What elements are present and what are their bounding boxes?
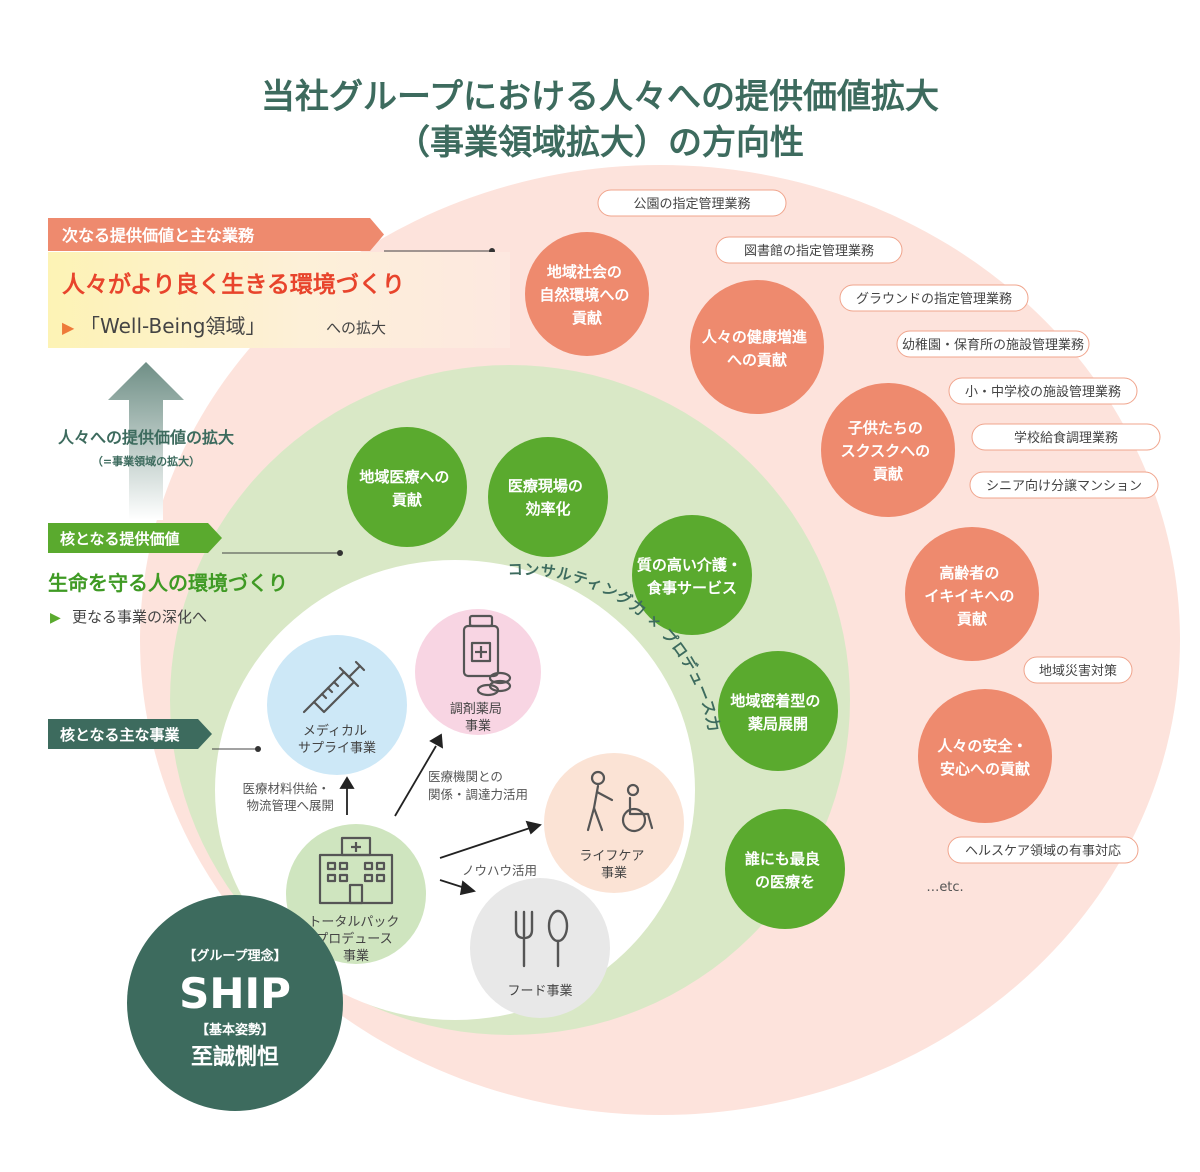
pill-nursery-management bbox=[896, 330, 1090, 358]
core-value-leader-dot bbox=[337, 550, 343, 556]
pill-disaster-measures bbox=[1023, 656, 1133, 684]
expansion-label: 人々への提供価値の拡大 bbox=[58, 428, 234, 447]
core-value-headline: 生命を守る人の環境づくり bbox=[48, 571, 288, 595]
flow-medical-label: 医療材料供給・ 物流管理へ展開 bbox=[243, 781, 335, 813]
food-label: フード事業 bbox=[507, 983, 572, 999]
pill-disaster-measures-label: 地域災害対策 bbox=[1039, 663, 1117, 679]
green-circle-best-care-label: 誰にも最良 の医療を bbox=[745, 850, 825, 891]
ship-stance-label: 【基本姿勢】 bbox=[196, 1022, 274, 1038]
lifecare-label: ライフケア 事業 bbox=[579, 849, 648, 881]
core-value-sub: 更なる事業の深化へ bbox=[72, 608, 207, 626]
next-value-header-bg bbox=[48, 218, 370, 251]
expansion-sub: （=事業領域の拡大） bbox=[92, 454, 200, 468]
flow-pharmacy-label: 医療機関との 関係・調達力活用 bbox=[428, 769, 528, 802]
green-circle-efficiency bbox=[488, 437, 608, 557]
arrow-to-lifecare bbox=[439, 827, 531, 859]
pill-school-lunch-label: 学校給食調理業務 bbox=[1014, 430, 1118, 446]
green-circle-regional-medicine-label: 地域医療への 貢献 bbox=[359, 468, 454, 509]
expansion-arrow-icon bbox=[108, 362, 184, 520]
title-line-1: 当社グループにおける人々への提供価値拡大 bbox=[261, 77, 939, 117]
green-circle-efficiency-label: 医療現場の 効率化 bbox=[508, 477, 588, 518]
green-circle-care-food-label: 質の高い介護・ 食事サービス bbox=[637, 556, 747, 597]
core-business-header-bg bbox=[48, 719, 198, 749]
pharmacy-label: 調剤薬局 事業 bbox=[450, 701, 506, 734]
pill-ground-management-label: グラウンドの指定管理業務 bbox=[856, 291, 1012, 307]
arrow-to-food bbox=[439, 879, 466, 889]
medical-supply-label: メディカル サプライ事業 bbox=[298, 723, 376, 756]
arrow-to-food-head bbox=[459, 880, 476, 896]
title-line-2: （事業領域拡大）の方向性 bbox=[396, 123, 804, 163]
green-circle-regional-medicine bbox=[347, 427, 467, 547]
pill-senior-condo-label: シニア向け分譲マンション bbox=[986, 478, 1142, 494]
pill-healthcare-emergency bbox=[947, 836, 1139, 864]
green-circle-care-food bbox=[632, 515, 752, 635]
pill-school-management-label: 小・中学校の施設管理業務 bbox=[965, 384, 1121, 400]
arrow-to-pharmacy-head bbox=[429, 733, 444, 749]
flow-lifecare-label: ノウハウ活用 bbox=[462, 863, 537, 878]
next-value-header: 次なる提供価値と主な業務 bbox=[62, 226, 255, 245]
green-circle-best-care bbox=[725, 809, 845, 929]
arrow-to-medical-head bbox=[339, 776, 355, 789]
pill-school-lunch bbox=[971, 423, 1161, 451]
core-business-header-tip bbox=[198, 719, 212, 749]
pill-healthcare-emergency-label: ヘルスケア領域の有事対応 bbox=[965, 843, 1121, 859]
green-circle-pharmacy bbox=[718, 651, 838, 771]
next-value-sub-main: 「Well-Being領域」 bbox=[80, 314, 265, 338]
food-circle bbox=[470, 878, 610, 1018]
next-value-header-tip bbox=[370, 218, 384, 251]
core-value-bullet-icon: ▶ bbox=[50, 610, 61, 626]
core-value-header: 核となる提供価値 bbox=[60, 530, 180, 548]
orange-circle-nature bbox=[525, 232, 649, 356]
orange-circle-nature-label: 地域社会の 自然環境への 貢献 bbox=[539, 263, 634, 327]
next-value-headline: 人々がより良く生きる環境づくり bbox=[62, 271, 405, 298]
pill-park-management bbox=[597, 189, 787, 217]
green-circle-pharmacy-label: 地域密着型の 薬局展開 bbox=[730, 692, 825, 733]
ship-philosophy-label: 【グループ理念】 bbox=[183, 948, 286, 964]
total-pack-label: トータルパック プロデュース 事業 bbox=[308, 915, 403, 964]
orange-circle-elderly bbox=[905, 527, 1039, 661]
ship-stance: 至誠惻怛 bbox=[191, 1044, 279, 1070]
medicine-bottle-icon bbox=[462, 614, 512, 697]
next-value-sub-tail: への拡大 bbox=[326, 319, 386, 337]
medical-supply-circle bbox=[267, 635, 407, 775]
orange-circle-safety-label: 人々の安全・ 安心への貢献 bbox=[937, 737, 1032, 778]
core-value-header-bg bbox=[48, 523, 208, 553]
pill-school-management bbox=[948, 377, 1138, 405]
etc-label: …etc. bbox=[926, 880, 963, 895]
orange-circle-children bbox=[821, 383, 955, 517]
orange-circle-health-label: 人々の健康増進 への貢献 bbox=[702, 328, 812, 369]
ship-name: SHIP bbox=[179, 969, 291, 1018]
ship-philosophy-circle bbox=[127, 895, 343, 1111]
next-value-bullet-icon: ▶ bbox=[62, 318, 75, 337]
next-value-banner bbox=[48, 252, 510, 348]
caregiver-wheelchair-icon bbox=[586, 770, 654, 833]
pill-nursery-management-label: 幼稚園・保育所の施設管理業務 bbox=[902, 337, 1084, 353]
pharmacy-circle bbox=[415, 609, 541, 735]
orange-circle-safety bbox=[918, 689, 1052, 823]
orange-circle-elderly-label: 高齢者の イキイキへの 貢献 bbox=[924, 564, 1019, 628]
hospital-building-icon bbox=[318, 836, 394, 905]
orange-circle-children-label: 子供たちの スクスクへの 貢献 bbox=[841, 419, 936, 483]
lifecare-circle bbox=[544, 753, 684, 893]
arrow-to-lifecare-head bbox=[525, 820, 542, 835]
pill-ground-management bbox=[839, 284, 1029, 312]
pill-park-management-label: 公園の指定管理業務 bbox=[633, 196, 750, 212]
core-business-header: 核となる主な事業 bbox=[60, 726, 181, 744]
pill-senior-condo bbox=[969, 471, 1159, 499]
syringe-icon bbox=[302, 660, 366, 714]
core-value-header-tip bbox=[208, 523, 222, 553]
core-business-leader-dot bbox=[255, 746, 261, 752]
arrow-to-pharmacy bbox=[394, 745, 437, 817]
orange-circle-health bbox=[690, 280, 824, 414]
fork-spoon-icon bbox=[514, 909, 569, 968]
pill-library-management-label: 図書館の指定管理業務 bbox=[744, 243, 874, 259]
pill-library-management bbox=[715, 236, 903, 264]
